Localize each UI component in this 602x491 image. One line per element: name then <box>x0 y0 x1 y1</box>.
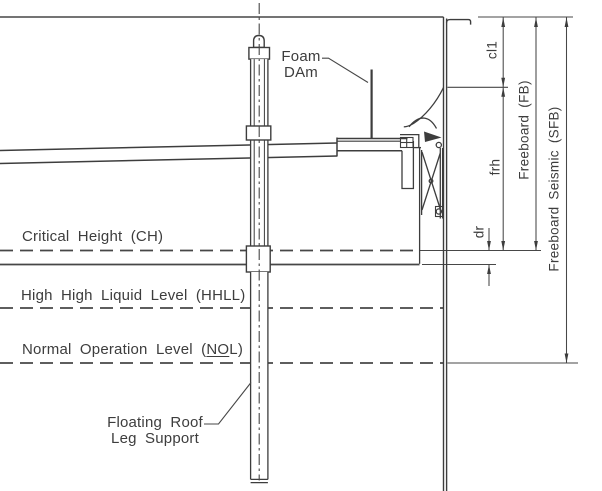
seal-fabric-curve <box>408 117 438 129</box>
seal-tip <box>424 131 442 142</box>
shell-top-angle <box>445 18 472 25</box>
dimension-arrowheads <box>487 17 569 363</box>
rim-seal-assembly <box>399 87 445 264</box>
leg-deck-collar <box>245 125 272 141</box>
foam-dam <box>322 57 373 139</box>
rim-plate-box <box>401 141 415 190</box>
nol-label-suffix: L) <box>229 341 244 358</box>
dim-freeboard-seismic-label: Freeboard Seismic (SFB) <box>546 106 562 272</box>
dim-dr-label: dr <box>471 225 487 239</box>
seal-support-ring <box>400 133 420 148</box>
leg-sleeve <box>249 59 269 246</box>
deck-top-line <box>0 142 338 152</box>
dim-cl1-label: cl1 <box>484 40 500 60</box>
leg-support-leader <box>204 382 252 425</box>
leg-support-label: Floating Roof Leg Support <box>99 415 211 446</box>
tank-shell <box>442 17 472 491</box>
pantograph-hanger <box>421 148 444 219</box>
leg-support-label-line1: Floating Roof <box>107 414 203 431</box>
leg-support-label-line2: Leg Support <box>111 429 199 447</box>
critical-height-label: Critical Height (CH) <box>22 228 164 245</box>
foam-dam-label: Foam DAm <box>270 49 332 80</box>
dim-frh-label: frh <box>487 158 503 176</box>
leg-pin-cap <box>252 34 265 49</box>
dim-freeboard-label: Freeboard (FB) <box>516 80 532 180</box>
foam-dam-label-line2: DAm <box>284 63 318 81</box>
foam-dam-leader <box>322 57 369 83</box>
nol-label: Normal Operation Level (NOL) <box>22 342 243 357</box>
leg-assembly <box>204 3 272 484</box>
seal-pivot-pin <box>435 141 443 149</box>
leg-lower-collar <box>245 245 271 273</box>
secondary-seal-curve <box>403 87 445 128</box>
level-lines <box>0 16 578 364</box>
deck-bottom-line <box>0 155 338 165</box>
nol-label-underlined: NO <box>206 341 230 358</box>
roof-deck <box>0 137 408 165</box>
foam-dam-label-line1: Foam <box>281 48 321 65</box>
hhll-label: High High Liquid Level (HHLL) <box>21 287 246 304</box>
nol-label-prefix: Normal Operation Level ( <box>22 341 207 358</box>
